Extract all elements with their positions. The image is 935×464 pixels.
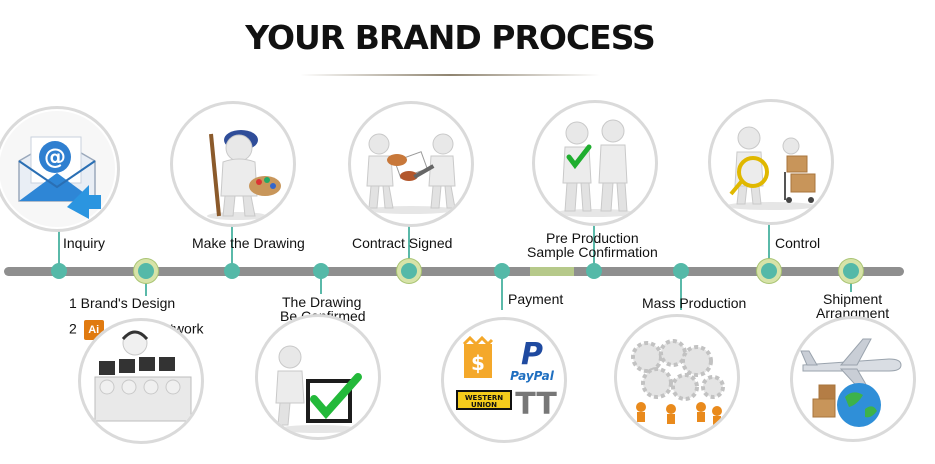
label-drawing-confirmed-line1: The Drawing xyxy=(282,294,362,310)
svg-text:P: P xyxy=(521,337,543,372)
label-contract-signed: Contract Signed xyxy=(352,235,453,251)
timeline-node-payment xyxy=(494,263,510,279)
painter-figure-icon xyxy=(207,130,281,220)
approval-figures-icon xyxy=(555,119,635,217)
connector-pre-production xyxy=(593,222,595,270)
connector-brand-design xyxy=(145,272,147,296)
svg-text:TT: TT xyxy=(515,387,557,422)
connector-control xyxy=(768,222,770,270)
svg-text:WESTERN: WESTERN xyxy=(465,394,503,402)
make-drawing-illustration xyxy=(170,101,296,227)
title-divider xyxy=(300,74,600,76)
payment-methods-icon: $ P PayPal WESTERN UNION TT xyxy=(456,335,557,422)
label-brand-design-number: 2 xyxy=(69,320,77,337)
label-mass-production: Mass Production xyxy=(642,295,747,311)
contract-exchange-icon xyxy=(366,133,456,214)
timeline-node-drawing-confirmed xyxy=(313,263,329,279)
payment-methods-illustration: $ P PayPal WESTERN UNION TT xyxy=(441,317,567,443)
connector-contract-signed xyxy=(408,222,410,270)
timeline-node-pre-production xyxy=(586,263,602,279)
connector-drawing-confirmed xyxy=(320,272,322,294)
label-control: Control xyxy=(775,235,821,251)
drawing-confirmed-illustration xyxy=(255,314,381,440)
checkbox-approval-icon xyxy=(275,345,362,433)
connector-inquiry xyxy=(58,228,60,270)
timeline-node-shipment xyxy=(843,263,859,279)
connector-make-drawing xyxy=(231,222,233,270)
svg-text:PayPal: PayPal xyxy=(510,369,555,383)
connector-shipment xyxy=(850,272,852,292)
brand-design-illustration xyxy=(78,318,204,444)
label-payment: Payment xyxy=(508,291,564,307)
page-title: YOUR BRAND PROCESS xyxy=(245,18,656,57)
label-make-drawing: Make the Drawing xyxy=(192,235,305,251)
label-inquiry: Inquiry xyxy=(63,235,106,251)
timeline-highlight-segment xyxy=(530,267,574,276)
svg-text:UNION: UNION xyxy=(471,401,497,409)
contract-signed-illustration xyxy=(348,101,474,227)
email-icon: @ xyxy=(0,111,115,227)
label-pre-production-line1: Pre Production xyxy=(546,230,639,246)
pre-production-illustration xyxy=(532,100,658,226)
connector-mass-production xyxy=(680,272,682,310)
mass-production-illustration xyxy=(614,314,740,440)
control-illustration xyxy=(708,99,834,225)
airplane-globe-icon xyxy=(800,338,902,427)
gears-icon xyxy=(631,339,725,426)
svg-text:@: @ xyxy=(44,145,66,170)
timeline-node-mass-production xyxy=(673,263,689,279)
label-shipment-line2: Arrangment xyxy=(816,305,890,321)
timeline-node-brand-design xyxy=(138,263,154,279)
timeline-node-inquiry xyxy=(51,263,67,279)
label-brand-design-line1: 1 Brand's Design xyxy=(69,295,176,311)
connector-payment xyxy=(501,272,503,310)
design-team-icon xyxy=(94,330,192,422)
timeline-node-make-drawing xyxy=(224,263,240,279)
timeline-node-control xyxy=(761,263,777,279)
shipment-illustration xyxy=(790,316,916,442)
timeline-bar xyxy=(4,267,904,276)
label-shipment-line1: Shipment xyxy=(823,291,883,307)
inquiry-illustration: @ xyxy=(0,106,120,232)
label-pre-production-line2: Sample Confirmation xyxy=(527,244,658,260)
quality-control-icon xyxy=(725,126,817,210)
svg-text:$: $ xyxy=(471,351,485,375)
timeline-node-contract-signed xyxy=(401,263,417,279)
